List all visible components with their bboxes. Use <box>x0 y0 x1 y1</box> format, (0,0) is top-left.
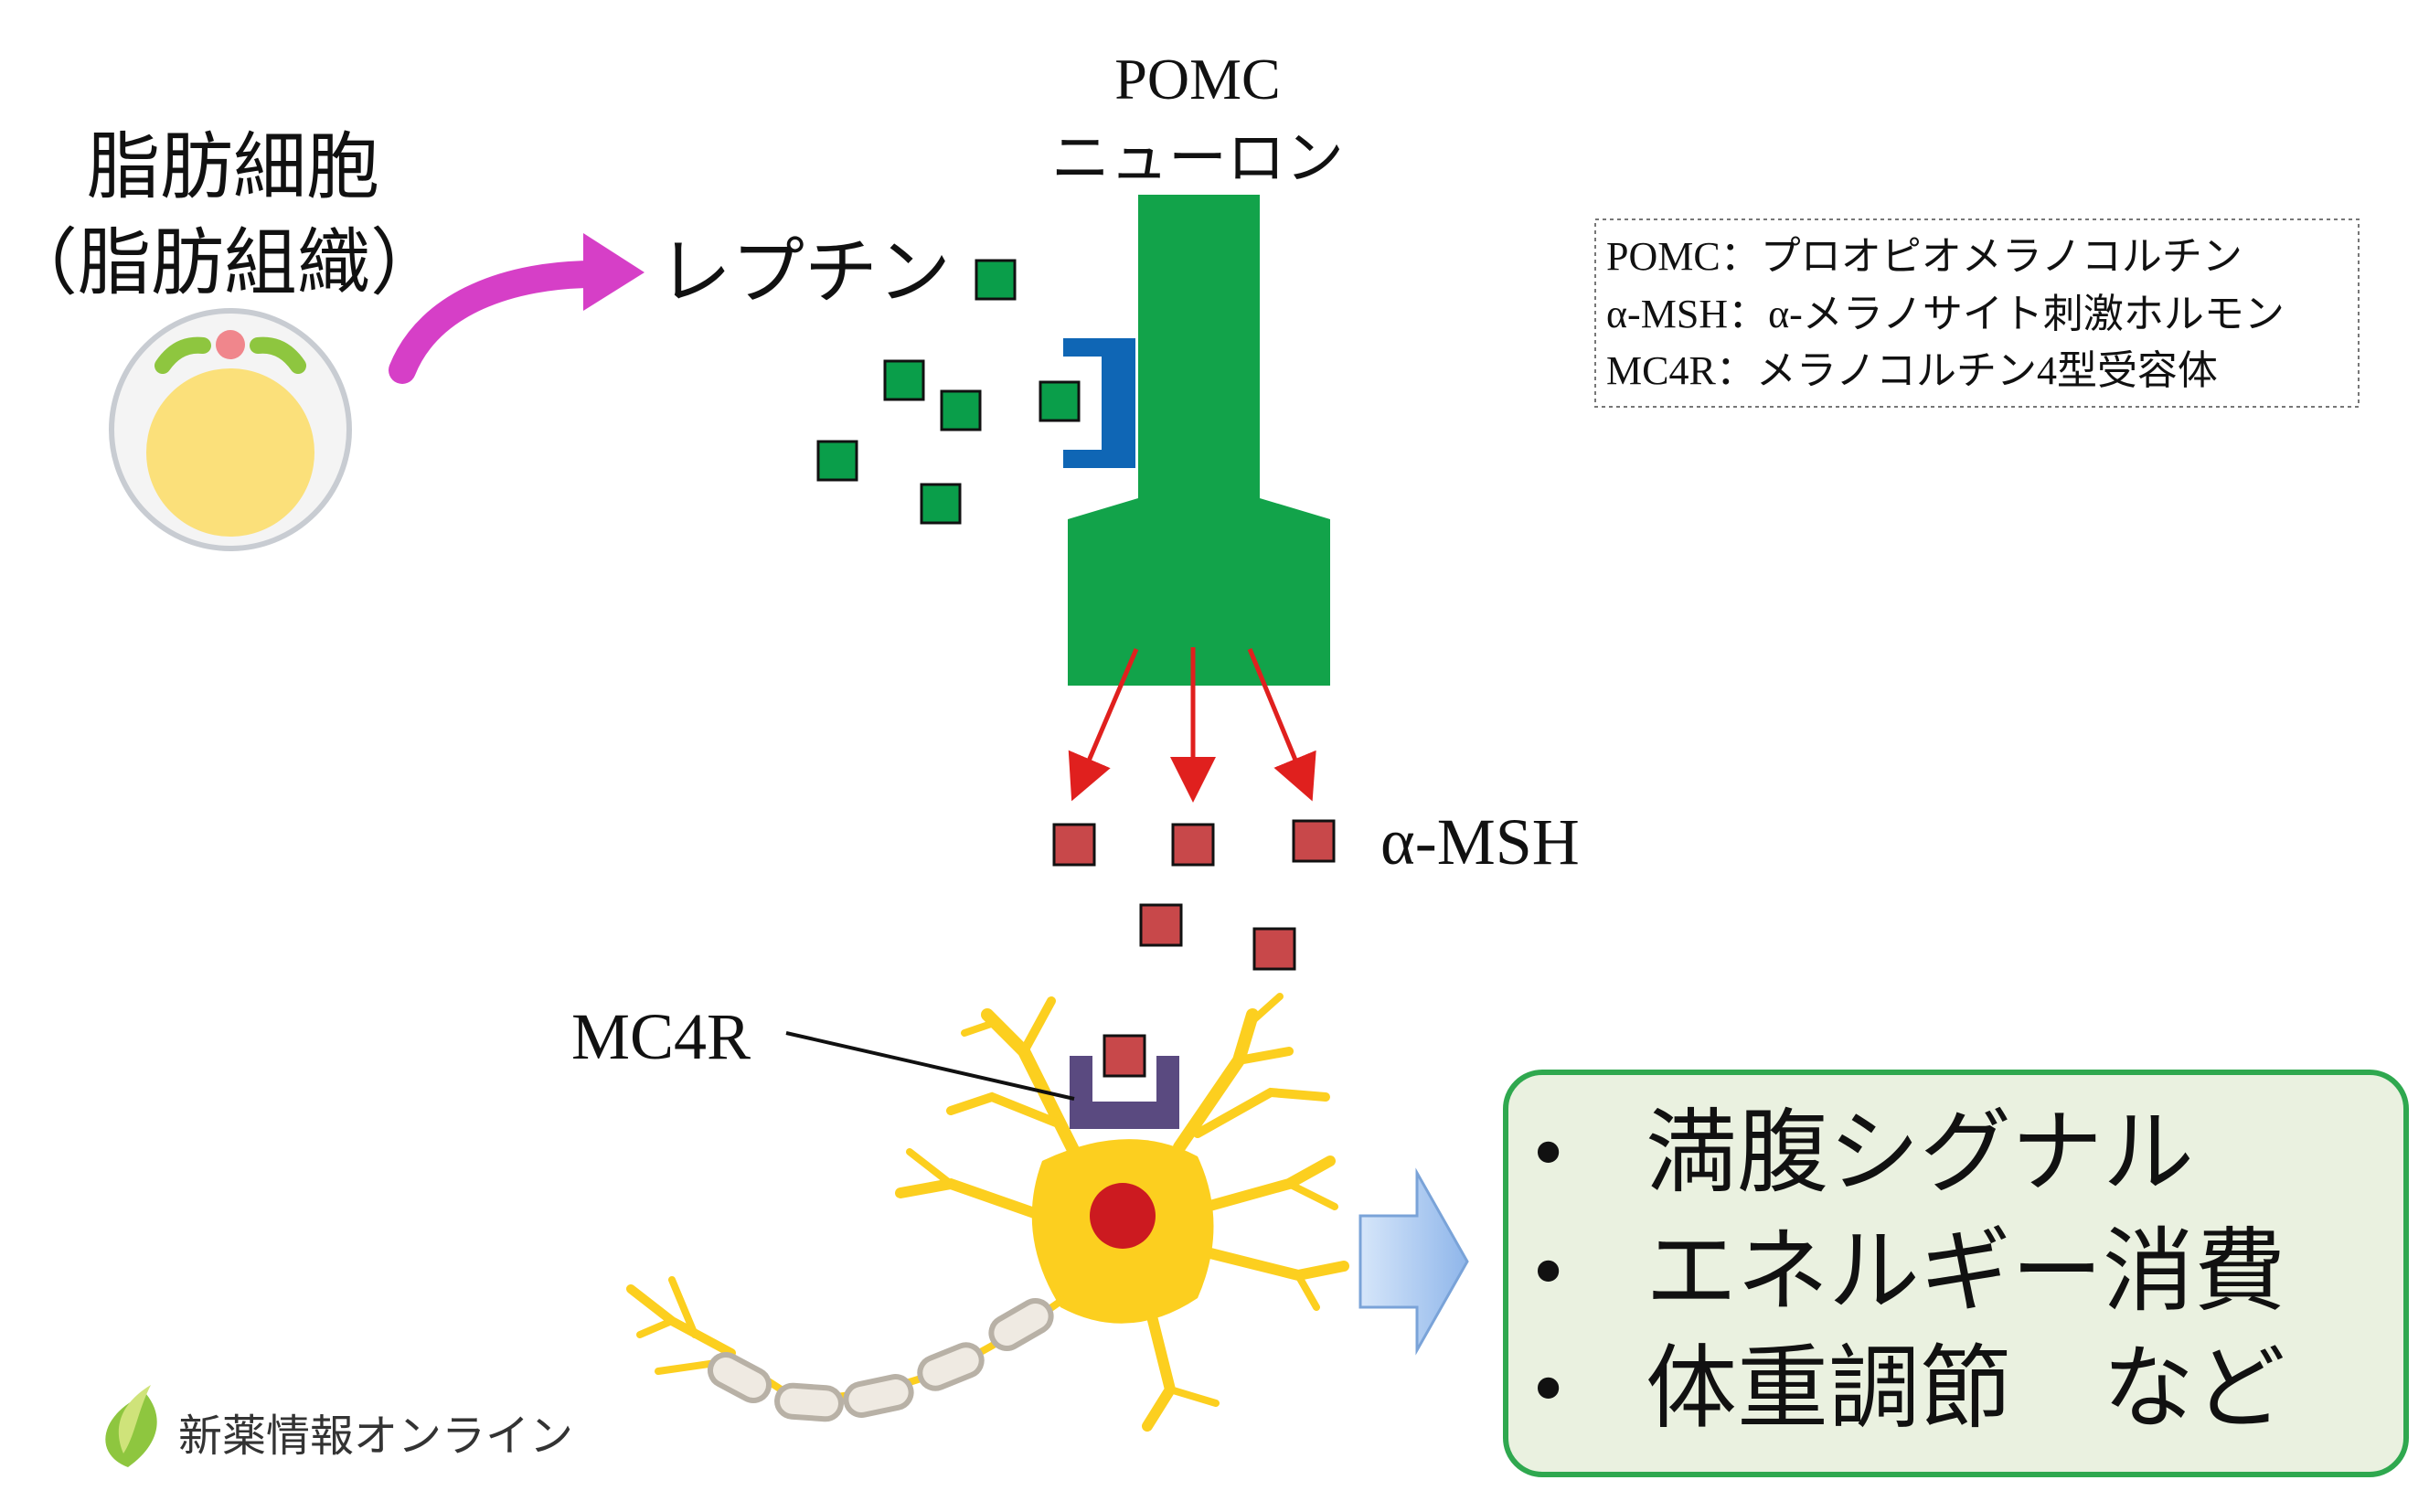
leptin-particle <box>816 440 858 482</box>
target-neuron-icon <box>626 993 1349 1432</box>
effects-box: • 満腹シグナル • エネルギー消費 • 体重調節 など <box>1503 1070 2409 1477</box>
alpha-msh-particle <box>1252 927 1296 971</box>
leptin-particle <box>975 259 1017 301</box>
mc4r-receptor <box>1070 1056 1179 1129</box>
site-logo: 新薬情報オンライン <box>105 1385 573 1467</box>
mc4r-label: MC4R <box>571 1000 751 1073</box>
leptin-particle <box>920 483 962 525</box>
alpha-msh-particle <box>1292 819 1336 863</box>
release-arrows <box>1068 647 1316 803</box>
effect-item-satiety: 満腹シグナル <box>1646 1099 2194 1206</box>
logo-text: 新薬情報オンライン <box>178 1411 573 1462</box>
fat-cell-title: 脂肪細胞 <box>87 124 379 209</box>
effects-bullet: • <box>1527 1347 1570 1432</box>
legend-row-pomc: POMC：プロオピオメラノコルチン <box>1606 234 2243 279</box>
alpha-msh-particle <box>1139 903 1183 947</box>
alpha-msh-particles <box>1052 819 1336 1078</box>
pomc-neuron-label-2: ニューロン <box>1051 125 1344 193</box>
legend-row-alpha-msh: α-MSH：α-メラノサイト刺激ホルモン <box>1606 292 2285 336</box>
alpha-msh-particle <box>1052 823 1096 867</box>
alpha-msh-particle <box>1103 1034 1146 1078</box>
fat-cell-subtitle: （脂肪組織） <box>5 220 443 305</box>
pomc-neuron-label-1: POMC <box>1114 47 1280 112</box>
effects-bullet: • <box>1527 1230 1570 1315</box>
secretion-arrow <box>389 233 645 384</box>
alpha-msh-particle <box>1171 823 1215 867</box>
alpha-msh-label: α-MSH <box>1380 805 1580 878</box>
legend-row-mc4r: MC4R：メラノコルチン4型受容体 <box>1606 348 2218 393</box>
hollow-right-arrow <box>1358 1167 1469 1356</box>
pomc-neuron-shape <box>1068 195 1330 686</box>
legend-box: POMC：プロオピオメラノコルチン α-MSH：α-メラノサイト刺激ホルモン M… <box>1594 218 2360 408</box>
effect-item-weight: 体重調節 など <box>1646 1335 2285 1442</box>
leptin-particles <box>816 259 1081 525</box>
leptin-particle <box>940 389 982 431</box>
leptin-particle <box>883 359 925 401</box>
effect-item-energy: エネルギー消費 <box>1646 1218 2285 1325</box>
leptin-particle <box>1039 380 1081 422</box>
leptin-receptor <box>1063 338 1135 468</box>
fat-cell-icon <box>109 308 352 551</box>
effects-bullet: • <box>1527 1112 1570 1197</box>
leptin-label: レプチン <box>658 229 951 314</box>
mc4r-leader-line <box>785 1031 1075 1101</box>
